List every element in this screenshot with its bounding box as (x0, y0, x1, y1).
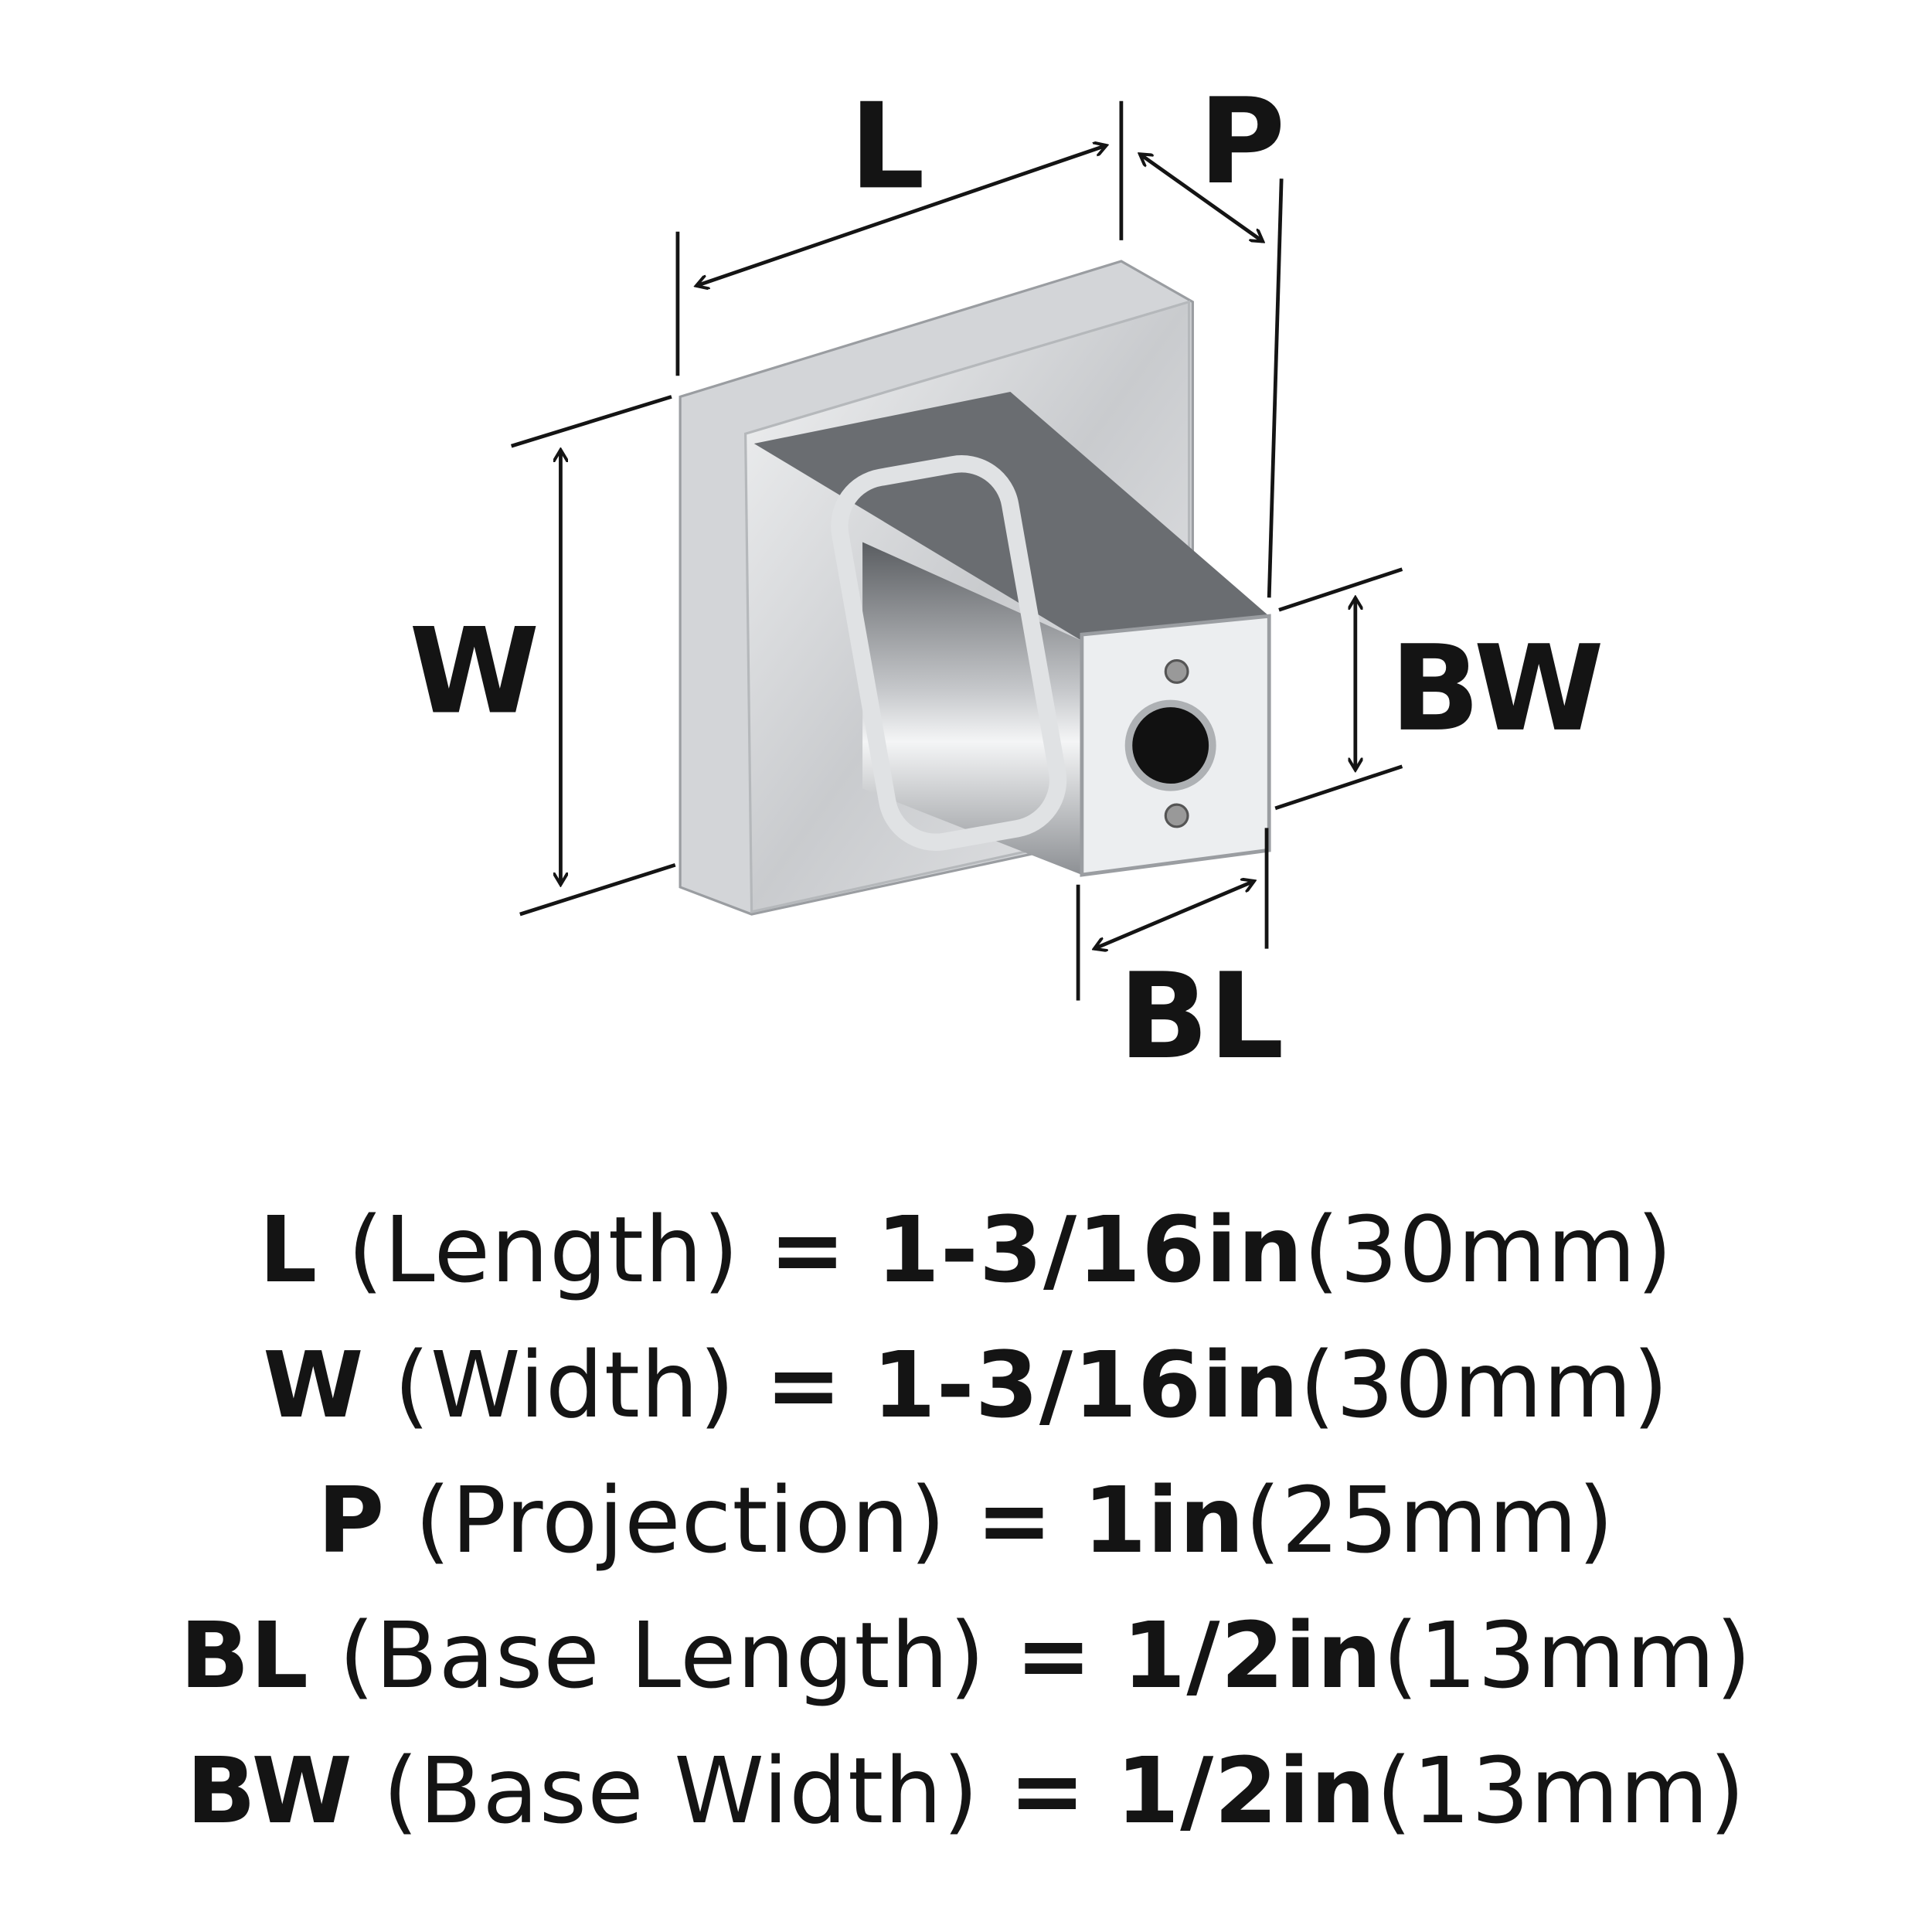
spec-imperial: 1-3/16in (872, 1332, 1300, 1438)
dimension-specs: L (Length) = 1-3/16in(30mm) W (Width) = … (0, 1182, 1932, 1859)
label-BW: BW (1390, 621, 1604, 758)
pin-bottom (1164, 803, 1189, 828)
stem-collar (831, 455, 1067, 851)
dimension-diagram: L P W BW BL (409, 73, 1604, 1086)
spec-code: BL (179, 1602, 309, 1709)
spec-length: L (Length) = 1-3/16in(30mm) (0, 1182, 1932, 1318)
spec-metric: (30mm) (1303, 1196, 1673, 1303)
spec-metric: (30mm) (1299, 1332, 1669, 1438)
spec-metric: (25mm) (1244, 1467, 1615, 1573)
pin-top (1164, 658, 1189, 684)
spec-equals: = (1015, 1602, 1093, 1709)
spec-imperial: 1-3/16in (876, 1196, 1304, 1303)
spec-code: BW (186, 1737, 353, 1844)
spec-width: W (Width) = 1-3/16in(30mm) (0, 1318, 1932, 1453)
spec-name: (Base Length) (338, 1602, 986, 1709)
spec-metric: (13mm) (1383, 1602, 1753, 1709)
spec-projection: P (Projection) = 1in(25mm) (0, 1453, 1932, 1588)
spec-metric: (13mm) (1376, 1737, 1746, 1844)
spec-imperial: 1/2in (1115, 1737, 1376, 1844)
spec-code: P (317, 1467, 386, 1573)
spec-imperial: 1/2in (1122, 1602, 1383, 1709)
spec-name: (Projection) (414, 1467, 947, 1573)
knob-illustration (679, 260, 1271, 916)
spec-name: (Length) (347, 1196, 740, 1303)
spec-name: (Width) (393, 1332, 736, 1438)
screw-hole (1124, 699, 1216, 791)
spec-base-width: BW (Base Width) = 1/2in(13mm) (0, 1723, 1932, 1859)
spec-code: W (263, 1332, 365, 1438)
label-BL: BL (1118, 948, 1284, 1086)
spec-equals: = (769, 1196, 847, 1303)
label-P: P (1199, 73, 1285, 211)
spec-base-length: BL (Base Length) = 1/2in(13mm) (0, 1588, 1932, 1723)
spec-equals: = (1009, 1737, 1087, 1844)
dimension-lines (510, 100, 1403, 1001)
label-L: L (849, 78, 925, 216)
spec-code: L (259, 1196, 318, 1303)
spec-name: (Base Width) (383, 1737, 980, 1844)
label-W: W (409, 604, 539, 741)
spec-equals: = (765, 1332, 843, 1438)
spec-equals: = (976, 1467, 1053, 1573)
spec-imperial: 1in (1083, 1467, 1245, 1573)
